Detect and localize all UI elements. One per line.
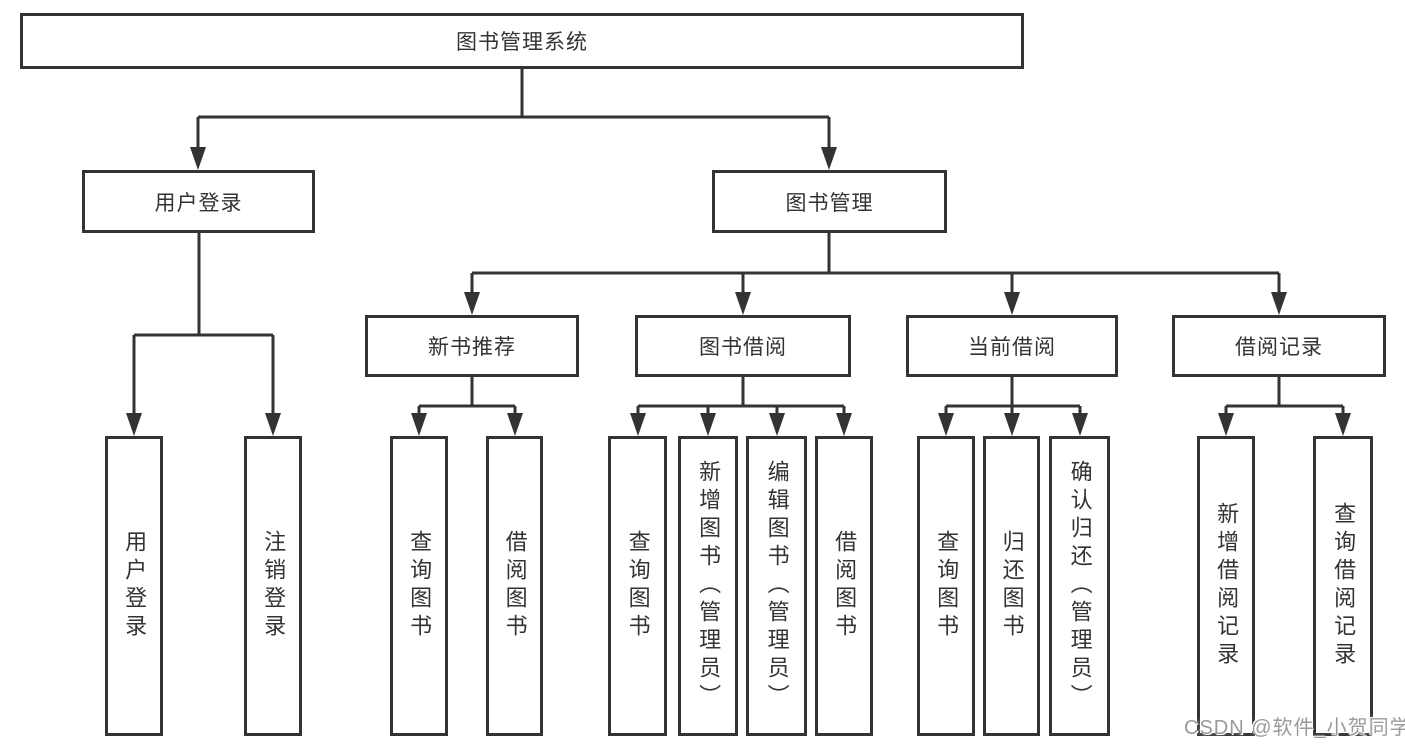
connector-user-login-children (132, 233, 275, 415)
arrow-down-icon (190, 147, 206, 170)
node-book-management-label: 图书管理 (785, 191, 874, 215)
leaf-cb-confirm-return-admin-label: 确认归还（管理员） (1067, 460, 1093, 712)
leaf-logout: 注销登录 (244, 436, 302, 736)
connector-new-book-recommend-children (417, 377, 517, 416)
leaf-cb-return-book-label: 归还图书 (999, 530, 1025, 642)
leaf-nbr-query-book-label: 查询图书 (407, 530, 433, 642)
leaf-br-add-record-label: 新增借阅记录 (1214, 502, 1240, 670)
leaf-nbr-query-book: 查询图书 (390, 436, 448, 736)
connector-book-management-modules (470, 233, 1281, 294)
node-root: 图书管理系统 (20, 13, 1024, 69)
leaf-cb-query-book: 查询图书 (917, 436, 975, 736)
arrow-down-icon (507, 413, 523, 436)
arrow-down-icon (735, 292, 751, 315)
node-new-book-recommend: 新书推荐 (365, 315, 579, 377)
node-borrow-record-label: 借阅记录 (1235, 336, 1323, 359)
leaf-br-add-record: 新增借阅记录 (1197, 436, 1255, 736)
arrow-down-icon (126, 413, 142, 436)
node-user-login: 用户登录 (82, 170, 315, 233)
leaf-user-login: 用户登录 (105, 436, 163, 736)
node-new-book-recommend-label: 新书推荐 (428, 336, 516, 359)
leaf-bb-query-book: 查询图书 (608, 436, 667, 736)
arrow-down-icon (1335, 413, 1351, 436)
arrow-down-icon (411, 413, 427, 436)
leaf-cb-confirm-return-admin: 确认归还（管理员） (1049, 436, 1110, 736)
arrow-down-icon (265, 413, 281, 436)
connector-book-borrow-children (636, 377, 846, 416)
node-current-borrow: 当前借阅 (906, 315, 1118, 377)
arrow-down-icon (821, 147, 837, 170)
node-current-borrow-label: 当前借阅 (968, 336, 1056, 359)
leaf-bb-edit-book-admin-label: 编辑图书（管理员） (764, 460, 790, 712)
node-book-management: 图书管理 (712, 170, 947, 233)
connector-arrowheads (126, 147, 1351, 436)
node-root-label: 图书管理系统 (456, 31, 588, 54)
arrow-down-icon (464, 292, 480, 315)
leaf-bb-borrow-book-label: 借阅图书 (832, 530, 858, 642)
node-borrow-record: 借阅记录 (1172, 315, 1386, 377)
node-book-borrow-label: 图书借阅 (699, 336, 787, 359)
leaf-logout-label: 注销登录 (261, 530, 287, 642)
leaf-br-query-record-label: 查询借阅记录 (1331, 502, 1357, 670)
arrow-down-icon (938, 413, 954, 436)
leaf-bb-add-book-admin: 新增图书（管理员） (678, 436, 738, 736)
leaf-cb-query-book-label: 查询图书 (934, 530, 960, 642)
arrow-down-icon (1072, 413, 1088, 436)
connector-lines (132, 69, 1345, 416)
arrow-down-icon (1004, 292, 1020, 315)
leaf-bb-query-book-label: 查询图书 (625, 530, 651, 642)
leaf-br-query-record: 查询借阅记录 (1313, 436, 1373, 736)
leaf-nbr-borrow-book: 借阅图书 (486, 436, 543, 736)
arrow-down-icon (769, 413, 785, 436)
leaf-nbr-borrow-book-label: 借阅图书 (502, 530, 528, 642)
arrow-down-icon (1004, 413, 1020, 436)
arrow-down-icon (836, 413, 852, 436)
leaf-bb-borrow-book: 借阅图书 (815, 436, 873, 736)
arrow-down-icon (1271, 292, 1287, 315)
leaf-cb-return-book: 归还图书 (983, 436, 1040, 736)
leaf-user-login-label: 用户登录 (122, 530, 148, 642)
node-book-borrow: 图书借阅 (635, 315, 851, 377)
node-user-login-label: 用户登录 (154, 191, 243, 215)
arrow-down-icon (1218, 413, 1234, 436)
arrow-down-icon (630, 413, 646, 436)
leaf-bb-edit-book-admin: 编辑图书（管理员） (746, 436, 807, 736)
csdn-watermark: CSDN @软件_小贺同学 (1184, 717, 1405, 739)
arrow-down-icon (700, 413, 716, 436)
connector-borrow-record-children (1224, 377, 1345, 416)
connector-current-borrow-children (944, 377, 1082, 416)
leaf-bb-add-book-admin-label: 新增图书（管理员） (696, 460, 722, 712)
connector-root-to-level2 (196, 69, 831, 149)
